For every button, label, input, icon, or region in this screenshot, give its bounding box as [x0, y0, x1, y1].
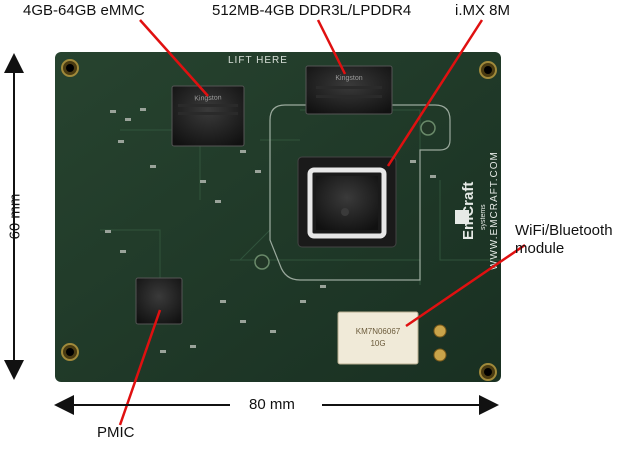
- svg-text:EmCraft: EmCraft: [460, 182, 477, 240]
- wifi-module: KM7N06067 10G: [337, 311, 447, 365]
- svg-text:WWW.EMCRAFT.COM: WWW.EMCRAFT.COM: [489, 151, 500, 270]
- emcraft-logo: EmCraft systems WWW.EMCRAFT.COM: [455, 151, 500, 270]
- cpu-callout-line: [386, 19, 484, 167]
- wifi-callout-line: [405, 243, 526, 328]
- emmc-callout-line: [139, 19, 209, 97]
- height-dimension-label: 60 mm: [6, 193, 24, 240]
- ddr-label: 512MB-4GB DDR3L/LPDDR4: [212, 2, 412, 19]
- svg-text:Kingston: Kingston: [335, 75, 362, 82]
- cpu-outline: [269, 104, 451, 281]
- svg-text:Kingston: Kingston: [194, 95, 222, 103]
- wifi-label-line1: WiFi/Bluetooth: [515, 222, 613, 239]
- pmic-chip: [135, 277, 183, 325]
- wifi-bluetooth-label: WiFi/Bluetooth module: [515, 222, 640, 258]
- ddr-callout-line: [316, 19, 347, 75]
- mounting-holes: [61, 59, 497, 381]
- cpu-label: i.MX 8M: [455, 2, 511, 19]
- svg-text:KM7N06067: KM7N06067: [356, 327, 401, 336]
- width-dimension-label: 80 mm: [249, 396, 295, 413]
- svg-text:systems: systems: [480, 204, 487, 230]
- lift-here-marking: LIFT HERE: [228, 55, 288, 66]
- cpu-chip: [297, 156, 397, 248]
- emmc-label: 4GB-64GB eMMC: [23, 2, 145, 19]
- emmc-chip: Kingston: [171, 85, 245, 147]
- svg-text:10G: 10G: [370, 339, 385, 348]
- pmic-label: PMIC: [97, 424, 135, 441]
- small-components: [105, 108, 436, 353]
- wifi-label-line2: module: [515, 240, 565, 257]
- ddr-chip: Kingston: [305, 65, 393, 115]
